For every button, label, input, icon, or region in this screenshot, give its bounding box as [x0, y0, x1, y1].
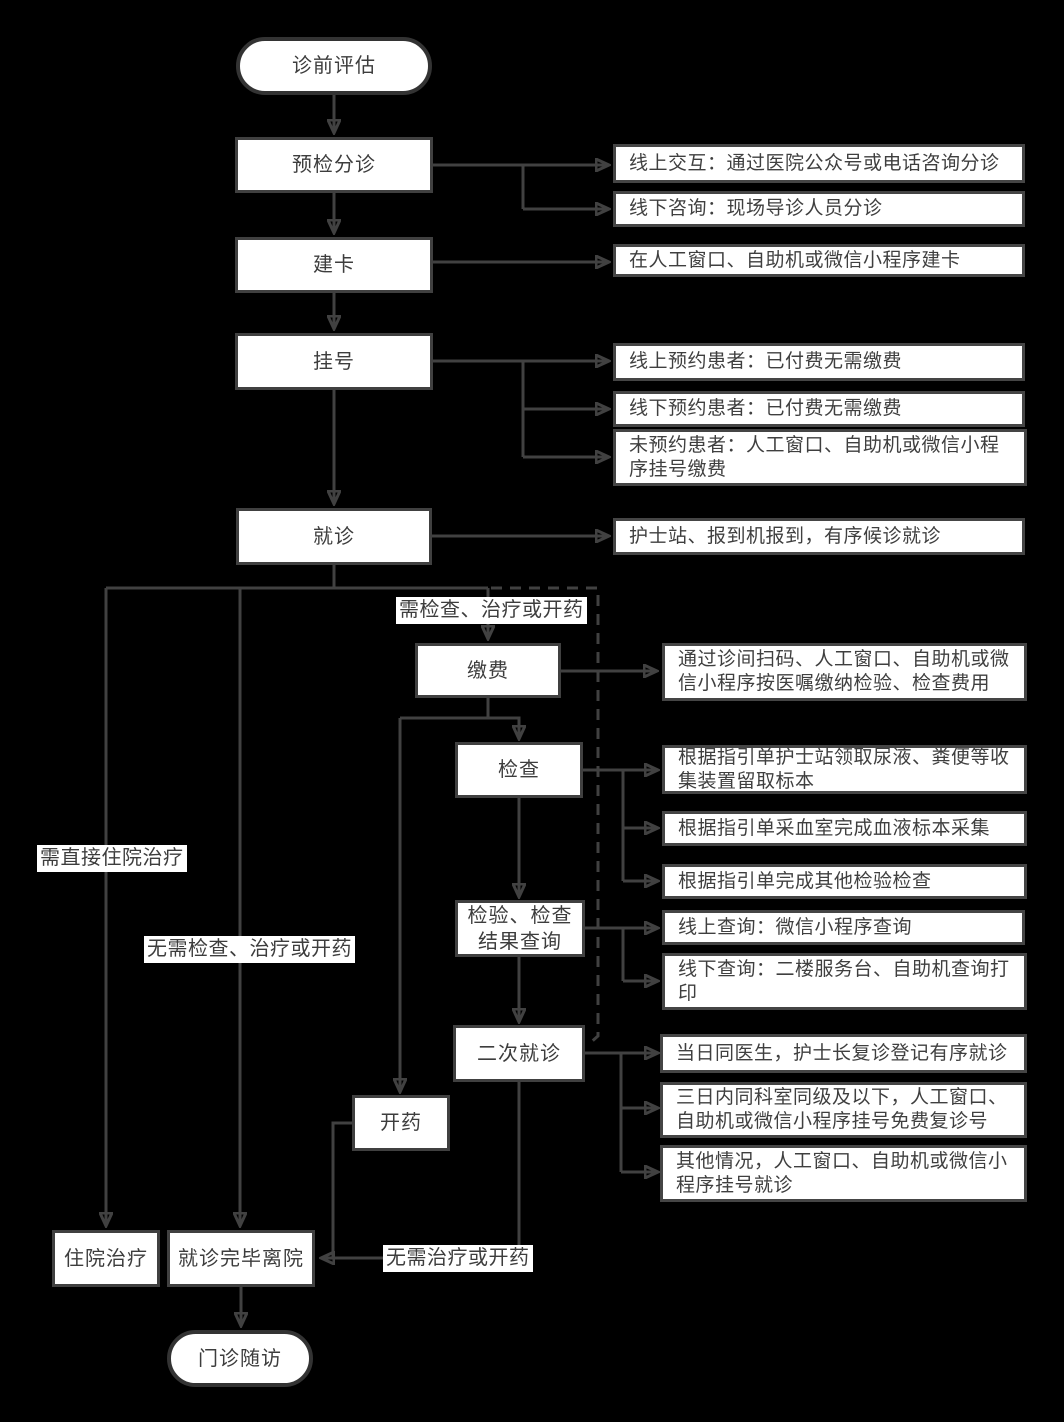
- note-text: 线下预约患者：已付费无需缴费: [629, 398, 903, 419]
- edge-results-notes-trunk: [585, 926, 625, 981]
- note-card: 在人工窗口、自助机或微信小程序建卡: [613, 244, 1025, 277]
- node-leave: 就诊完毕离院: [167, 1230, 315, 1287]
- note-text: 其他情况，人工窗口、自助机或微信小程序挂号就诊: [676, 1150, 1008, 1196]
- note-register-online: 线上预约患者：已付费无需缴费: [613, 343, 1025, 381]
- note-text: 三日内同科室同级及以下，人工窗口、自助机或微信小程序挂号免费复诊号: [676, 1087, 1008, 1132]
- note-results-online: 线上查询：微信小程序查询: [662, 910, 1025, 945]
- note-text: 线上预约患者：已付费无需缴费: [629, 351, 903, 372]
- note-secondvisit-sameday: 当日同医生，护士长复诊登记有序就诊: [660, 1034, 1027, 1073]
- note-text: 护士站、报到机报到，有序候诊就诊: [629, 525, 942, 547]
- node-exam: 检查: [455, 742, 583, 798]
- node-second-visit: 二次就诊: [453, 1025, 585, 1082]
- node-visit: 就诊: [236, 508, 432, 565]
- node-card-label: 建卡: [313, 254, 355, 276]
- edge-pay-exam: [486, 698, 519, 739]
- node-triage-label: 预检分诊: [292, 154, 376, 176]
- node-followup: 门诊随访: [167, 1330, 313, 1387]
- note-text: 根据指引单采血室完成血液标本采集: [678, 817, 991, 839]
- note-text: 在人工窗口、自助机或微信小程序建卡: [629, 249, 961, 271]
- node-dispense-label: 开药: [380, 1112, 422, 1134]
- node-register: 挂号: [235, 333, 433, 390]
- note-triage-offline: 线下咨询：现场导诊人员分诊: [613, 191, 1025, 227]
- note-text: 线下查询：二楼服务台、自助机查询打印: [678, 958, 1010, 1004]
- edge-label-no-services: 无需检查、治疗或开药: [144, 936, 355, 963]
- note-text: 未预约患者：人工窗口、自助机或微信小程序挂号缴费: [629, 434, 1000, 480]
- node-start: 诊前评估: [236, 37, 432, 95]
- node-start-label: 诊前评估: [292, 55, 376, 77]
- note-text: 线上交互：通过医院公众号或电话咨询分诊: [629, 152, 1000, 174]
- note-text: 线上查询：微信小程序查询: [678, 916, 913, 938]
- note-text: 根据指引单完成其他检验检查: [678, 870, 932, 892]
- edge-secondvisit-loop-dashed: [491, 586, 600, 1046]
- node-followup-label: 门诊随访: [198, 1347, 282, 1370]
- note-results-offline: 线下查询：二楼服务台、自助机查询打印: [662, 953, 1027, 1010]
- node-triage: 预检分诊: [235, 137, 433, 193]
- note-visit: 护士站、报到机报到，有序候诊就诊: [613, 518, 1025, 555]
- note-text: 根据指引单护士站领取尿液、粪便等收集装置留取标本: [678, 746, 1010, 792]
- note-exam-blood: 根据指引单采血室完成血液标本采集: [662, 811, 1027, 846]
- node-leave-label: 就诊完毕离院: [178, 1247, 304, 1270]
- note-register-walkin: 未预约患者：人工窗口、自助机或微信小程序挂号缴费: [613, 429, 1027, 486]
- node-second-visit-label: 二次就诊: [477, 1042, 561, 1065]
- note-secondvisit-threedays: 三日内同科室同级及以下，人工窗口、自助机或微信小程序挂号免费复诊号: [660, 1082, 1027, 1138]
- edge-label-no-treatment: 无需治疗或开药: [383, 1245, 533, 1272]
- note-pay: 通过诊间扫码、人工窗口、自助机或微信小程序按医嘱缴纳检验、检查费用: [662, 643, 1027, 701]
- node-results: 检验、检查 结果查询: [455, 900, 585, 957]
- edge-exam-notes-trunk: [583, 768, 625, 881]
- node-register-label: 挂号: [313, 350, 355, 373]
- note-exam-specimen: 根据指引单护士站领取尿液、粪便等收集装置留取标本: [662, 745, 1027, 794]
- node-results-label: 检验、检查 结果查询: [467, 904, 573, 953]
- note-register-offline: 线下预约患者：已付费无需缴费: [613, 391, 1025, 427]
- node-hospitalize: 住院治疗: [52, 1230, 160, 1287]
- note-triage-online: 线上交互：通过医院公众号或电话咨询分诊: [613, 144, 1025, 183]
- node-hospitalize-label: 住院治疗: [64, 1247, 148, 1270]
- edge-secondvisit-notes-trunk: [585, 1051, 623, 1172]
- note-exam-other: 根据指引单完成其他检验检查: [662, 864, 1027, 899]
- node-visit-label: 就诊: [313, 525, 355, 548]
- node-exam-label: 检查: [498, 759, 540, 781]
- edge-label-need-services: 需检查、治疗或开药: [396, 597, 587, 624]
- note-text: 线下咨询：现场导诊人员分诊: [629, 198, 883, 219]
- node-card: 建卡: [235, 237, 433, 293]
- node-dispense: 开药: [352, 1095, 450, 1151]
- edge-dispense-leave: [331, 1121, 352, 1258]
- note-text: 通过诊间扫码、人工窗口、自助机或微信小程序按医嘱缴纳检验、检查费用: [678, 649, 1010, 694]
- note-text: 当日同医生，护士长复诊登记有序就诊: [676, 1042, 1008, 1064]
- edge-label-direct-hospitalization: 需直接住院治疗: [37, 845, 187, 872]
- node-pay-label: 缴费: [467, 659, 509, 682]
- note-secondvisit-other: 其他情况，人工窗口、自助机或微信小程序挂号就诊: [660, 1145, 1027, 1202]
- node-pay: 缴费: [415, 643, 561, 698]
